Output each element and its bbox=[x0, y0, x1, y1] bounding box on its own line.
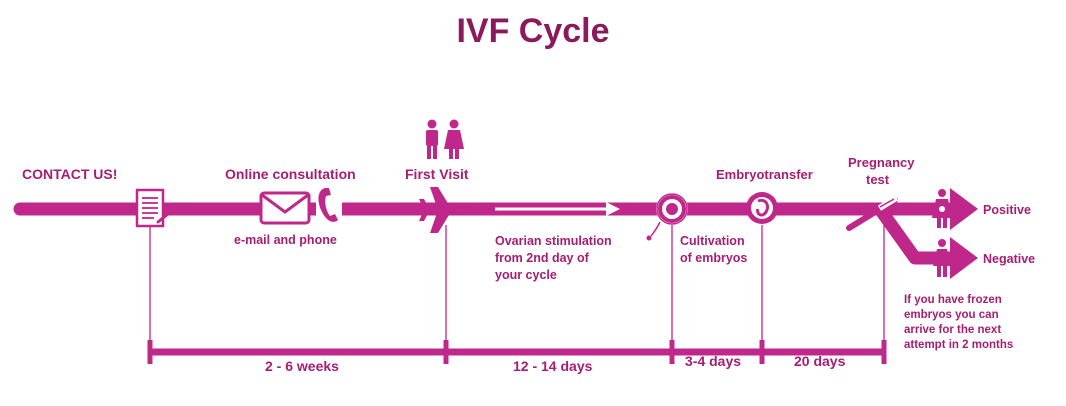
couple-icon bbox=[426, 119, 464, 159]
negative-arrowhead bbox=[950, 237, 978, 279]
phone-icon bbox=[316, 186, 342, 224]
frozen-embryos-line4: attempt in 2 months bbox=[904, 339, 1014, 351]
pregnant-woman-icon bbox=[932, 189, 952, 228]
positive-arrowhead bbox=[950, 188, 978, 230]
ovarian-stimulation-line3: your cycle bbox=[495, 268, 557, 282]
frozen-embryos-line2: embryos you can bbox=[904, 309, 999, 321]
arrow-icon bbox=[495, 202, 620, 216]
pregnancy-test-line2: test bbox=[866, 172, 890, 187]
page-title: IVF Cycle bbox=[456, 12, 610, 50]
negative-label: Negative bbox=[983, 252, 1036, 266]
cultivation-line1: Cultivation bbox=[680, 234, 745, 248]
duration-label: 3-4 days bbox=[685, 353, 742, 369]
ovarian-stimulation-line2: from 2nd day of bbox=[495, 251, 589, 265]
ovarian-stimulation-line1: Ovarian stimulation bbox=[495, 234, 612, 248]
duration-label: 12 - 14 days bbox=[513, 358, 593, 374]
pregnancy-test-icon bbox=[846, 195, 899, 231]
woman-icon bbox=[933, 239, 951, 277]
frozen-embryos-line1: If you have frozen bbox=[904, 294, 1002, 306]
pregnancy-test-line1: Pregnancy bbox=[848, 155, 915, 170]
online-consultation-label: Online consultation bbox=[225, 166, 356, 182]
frozen-embryos-line3: arrive for the next bbox=[904, 324, 1002, 336]
duration-label: 2 - 6 weeks bbox=[265, 358, 339, 374]
first-visit-label: First Visit bbox=[405, 166, 469, 182]
duration-label: 20 days bbox=[794, 353, 846, 369]
document-icon bbox=[135, 188, 180, 228]
airplane-icon bbox=[419, 187, 470, 233]
positive-label: Positive bbox=[983, 203, 1031, 217]
cultivation-line2: of embryos bbox=[680, 251, 748, 265]
email-phone-label: e-mail and phone bbox=[234, 233, 337, 247]
embryotransfer-label: Embryotransfer bbox=[716, 167, 813, 182]
contact-us-label: CONTACT US! bbox=[22, 166, 118, 182]
envelope-icon bbox=[259, 191, 311, 225]
egg-cell-icon bbox=[646, 193, 688, 241]
embryo-icon bbox=[746, 192, 778, 224]
